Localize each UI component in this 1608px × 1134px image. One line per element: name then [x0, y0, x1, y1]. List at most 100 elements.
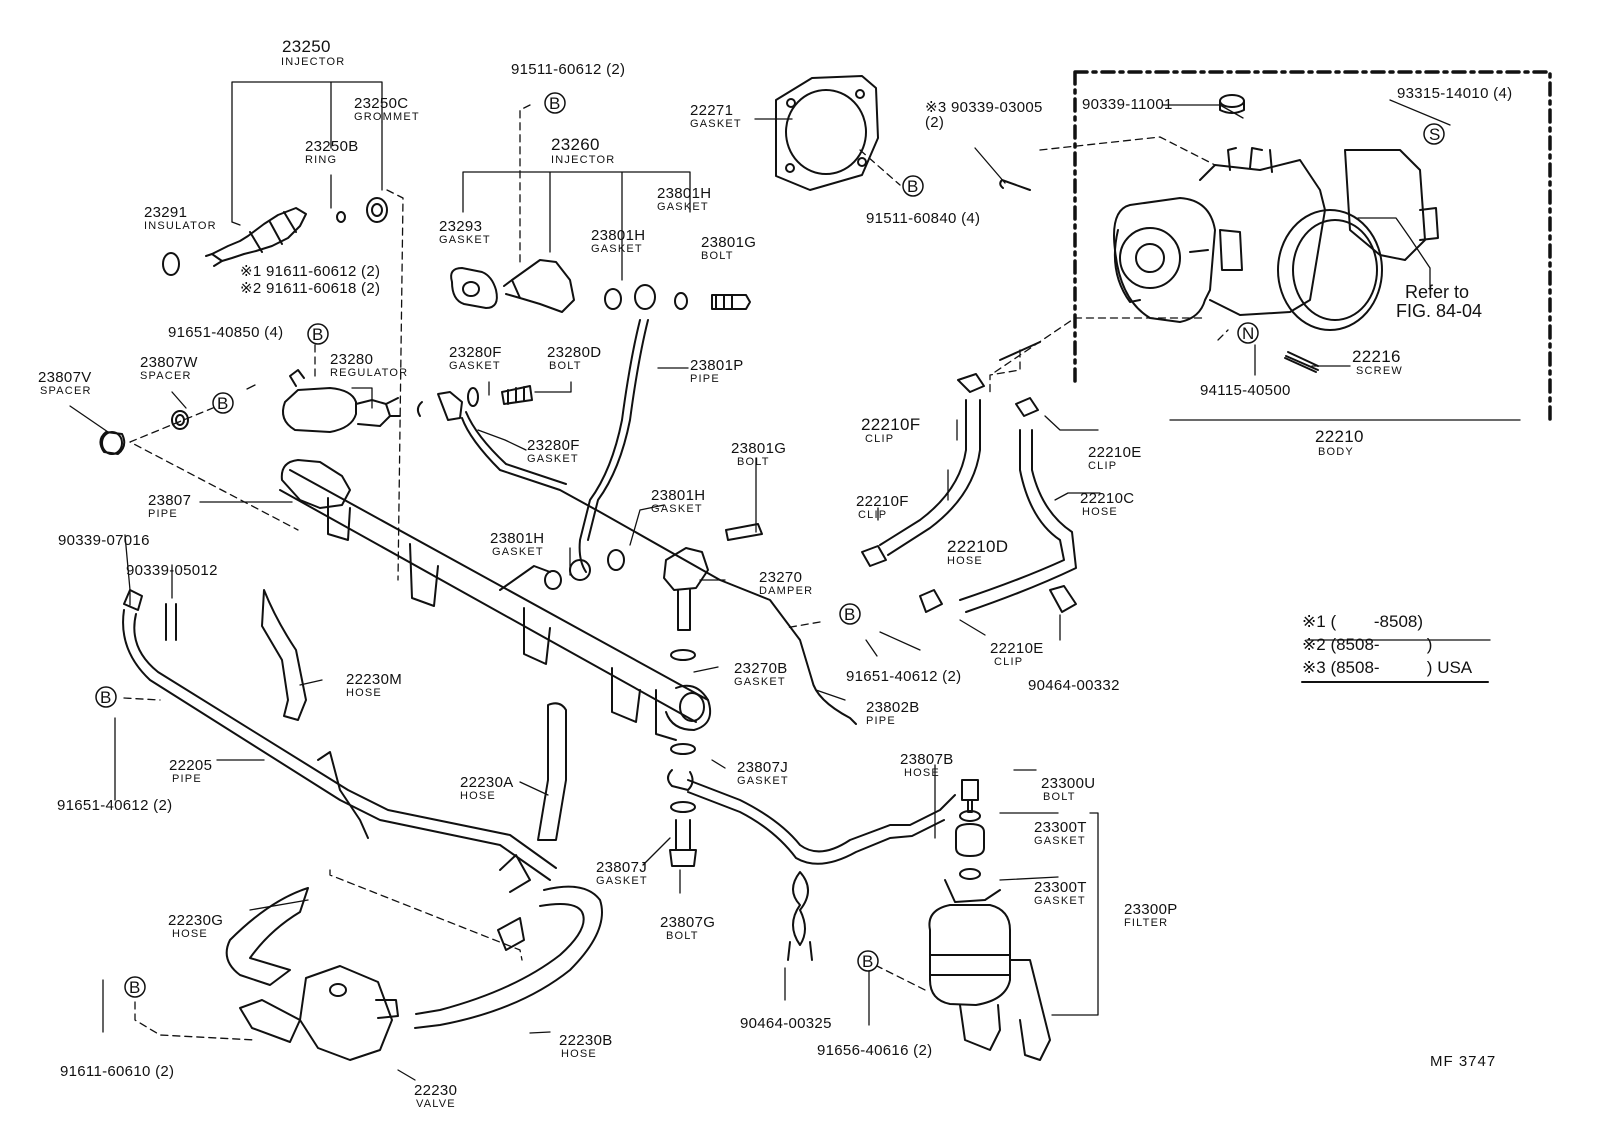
part-number-23250: 23250 [282, 37, 331, 56]
part-number-91611-60618: ※2 91611-60618 (2) [240, 280, 381, 297]
fuel-filter-23300p-drawing [787, 779, 1051, 1061]
part-name-22230: VALVE [416, 1098, 456, 1110]
part-name-23801h: GASKET [492, 546, 544, 558]
footnote-1: ※1 ( -8508) [1302, 613, 1423, 630]
part-number-22230g: 22230G [168, 912, 224, 929]
part-number-22230b: 22230B [559, 1032, 613, 1049]
footnote-text: (8508- ) [1330, 635, 1433, 654]
fuel-rail-23807-drawing [279, 459, 712, 741]
part-number-91611-60612: ※1 91611-60612 (2) [240, 263, 381, 280]
part-number-23250b: 23250B [305, 138, 359, 155]
part-name-22210e: CLIP [1088, 460, 1118, 472]
part-number-22210f: 22210F [861, 415, 921, 434]
part-number-91511-60612: 91511-60612 (2) [511, 61, 626, 78]
part-name-22216: SCREW [1356, 365, 1403, 377]
footnote-3: ※3 (8508- ) USA [1302, 659, 1472, 676]
valve-22230-drawing [239, 965, 399, 1061]
part-number-23807b: 23807B [900, 751, 954, 768]
part-name-22230g: HOSE [172, 928, 208, 940]
part-name-23250c: GROMMET [354, 111, 420, 123]
part-number-91511-60840: 91511-60840 (4) [866, 210, 981, 227]
part-name-22271: GASKET [690, 118, 742, 130]
part-name-22230a: HOSE [460, 790, 496, 802]
part-name-23807j: GASKET [737, 775, 789, 787]
part-name-23280d: BOLT [549, 360, 582, 372]
part-number-91651-40850: 91651-40850 (4) [168, 324, 284, 341]
part-name-23300t: GASKET [1034, 835, 1086, 847]
part-number-23293: 23293 [439, 218, 483, 235]
part-name-23260: INJECTOR [551, 154, 616, 166]
callout-n: N [1242, 324, 1255, 343]
part-name-23280: REGULATOR [330, 367, 409, 379]
part-number-93315-14010: 93315-14010 (4) [1397, 85, 1513, 102]
part-number-90339-11001: 90339-11001 [1082, 96, 1173, 113]
part-number-23270b: 23270B [734, 660, 788, 677]
part-number-22210c: 22210C [1080, 490, 1135, 507]
part-name-23293: GASKET [439, 234, 491, 246]
callout-b: B [844, 605, 856, 624]
part-name-22210d: HOSE [947, 555, 983, 567]
part-name-23802b: PIPE [866, 715, 896, 727]
part-number-23807j: 23807J [596, 859, 648, 876]
part-number-23807j: 23807J [737, 759, 789, 776]
part-name-23801p: PIPE [690, 373, 720, 385]
part-number-23801h: 23801H [651, 487, 706, 504]
part-name-23801h: GASKET [591, 243, 643, 255]
part-number-23807v: 23807V [38, 369, 92, 386]
part-number-91651-40612: 91651-40612 (2) [57, 797, 173, 814]
part-name-23807j: GASKET [596, 875, 648, 887]
part-name-23807g: BOLT [666, 930, 699, 942]
reference-line-1: Refer to [1405, 282, 1470, 302]
part-name-22210c: HOSE [1082, 506, 1118, 518]
part-name-23250: INJECTOR [281, 56, 346, 68]
vacuum-hoses-drawing [122, 589, 603, 1029]
part-name-23801g: BOLT [701, 250, 734, 262]
part-number-23280f: 23280F [449, 344, 502, 361]
part-number-90464-00325: 90464-00325 [740, 1015, 832, 1032]
part-number-23300u: 23300U [1041, 775, 1096, 792]
part-name-23300u: BOLT [1043, 791, 1076, 803]
part-number-23801p: 23801P [690, 357, 744, 374]
reference-line-2: FIG. 84-04 [1396, 301, 1483, 321]
throttle-body-boundary [1073, 70, 1552, 422]
footnote-text: (8508- ) USA [1330, 658, 1473, 677]
part-number-23801h: 23801H [490, 530, 545, 547]
part-number-23250c: 23250C [354, 95, 409, 112]
part-name-22210e: CLIP [994, 656, 1024, 668]
footnote-mark: ※1 [1302, 612, 1326, 631]
part-name-22210f: CLIP [865, 433, 895, 445]
part-number-23807w: 23807W [140, 354, 198, 371]
part-number-23300t: 23300T [1034, 879, 1087, 896]
part-name-23280f: GASKET [449, 360, 501, 372]
part-name-23300p: FILTER [1124, 917, 1169, 929]
part-name-23270: DAMPER [759, 585, 814, 597]
part-number-22230a: 22230A [460, 774, 514, 791]
part-number-23807: 23807 [148, 492, 192, 509]
leader-lines [69, 81, 1521, 1081]
part-name-23270b: GASKET [734, 676, 786, 688]
part-number-23300t: 23300T [1034, 819, 1087, 836]
part-number-23280d: 23280D [547, 344, 602, 361]
callout-b: B [129, 978, 141, 997]
callout-b: B [312, 325, 324, 344]
footnote-mark: ※3 [1302, 658, 1326, 677]
part-name-22205: PIPE [172, 773, 202, 785]
regulator-23280-drawing [99, 369, 401, 455]
part-number-22210f: 22210F [856, 493, 909, 510]
part-number-22271: 22271 [690, 102, 734, 119]
part-name-22230b: HOSE [561, 1048, 597, 1060]
footnote-text: ( -8508) [1330, 612, 1424, 631]
part-number-23802b: 23802B [866, 699, 920, 716]
part-name-23807b: HOSE [904, 767, 940, 779]
part-name-23801h: GASKET [657, 201, 709, 213]
part-number-23260: 23260 [551, 135, 600, 154]
part-number-23300p: 23300P [1124, 901, 1178, 918]
part-number-23801h: 23801H [591, 227, 646, 244]
callout-b: B [907, 177, 919, 196]
part-name-23250b: RING [305, 154, 338, 166]
drawing-code: MF 3747 [1430, 1053, 1497, 1070]
fuel-lines-drawing [416, 319, 1041, 867]
footnote-mark: ※2 [1302, 635, 1326, 654]
throttle-hoses-drawing [861, 373, 1077, 613]
part-number-23280f: 23280F [527, 437, 580, 454]
